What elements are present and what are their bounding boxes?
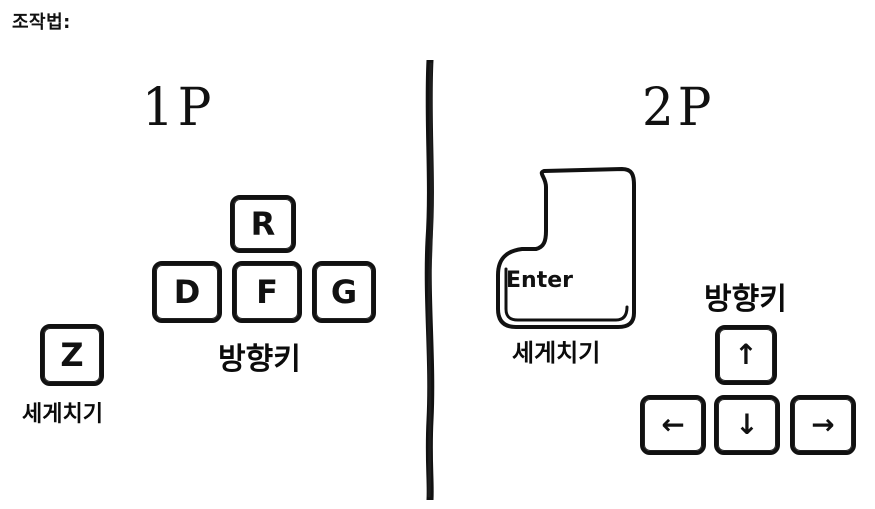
arrow-right-key: →: [790, 395, 856, 455]
arrow-right-icon: →: [811, 408, 835, 441]
key-g-label: G: [330, 273, 358, 311]
p2-direction-label: 방향키: [704, 282, 787, 317]
center-divider: [424, 60, 435, 500]
p1-direction-label: 방향키: [218, 342, 301, 377]
arrow-left-icon: ←: [661, 408, 685, 441]
arrow-down-key: ↓: [714, 395, 780, 455]
key-z-label: Z: [60, 336, 84, 374]
player2-label: 2P: [642, 76, 716, 138]
key-d-label: D: [173, 273, 201, 311]
page-title: 조작법:: [12, 12, 71, 33]
player1-label: 1P: [142, 76, 216, 138]
key-r: R: [230, 195, 296, 253]
key-f-label: F: [256, 273, 278, 311]
arrow-down-icon: ↓: [735, 408, 759, 441]
enter-key-outline: [496, 167, 636, 329]
key-g: G: [312, 261, 376, 323]
key-d: D: [152, 261, 222, 323]
arrow-up-icon: ↑: [734, 338, 758, 371]
p2-attack-label: 세게치기: [512, 339, 601, 367]
p1-attack-label: 세게치기: [22, 402, 103, 427]
arrow-up-key: ↑: [715, 325, 777, 385]
enter-key-label: Enter: [506, 268, 573, 293]
arrow-left-key: ←: [640, 395, 706, 455]
key-r-label: R: [250, 205, 276, 243]
key-z: Z: [40, 324, 104, 386]
key-f: F: [232, 261, 302, 323]
